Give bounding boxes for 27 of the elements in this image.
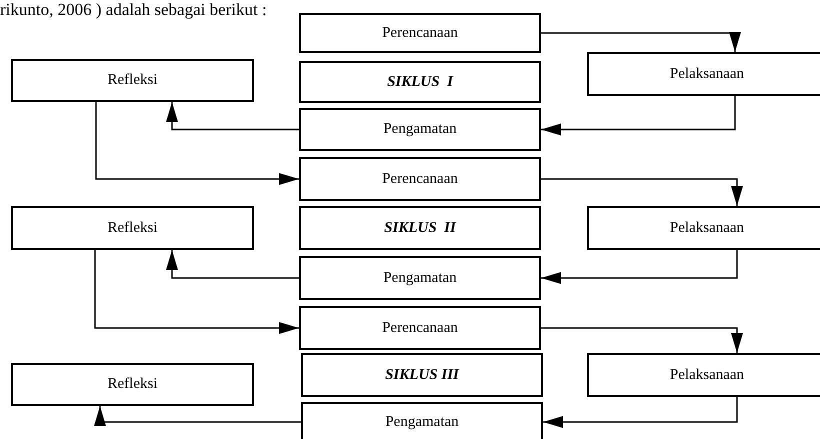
intro-text: rikunto, 2006 ) adalah sebagai berikut : bbox=[0, 0, 267, 19]
process-box: Refleksi bbox=[11, 59, 254, 102]
arrow bbox=[166, 250, 299, 279]
arrow bbox=[541, 327, 743, 353]
process-box: Pelaksanaan bbox=[587, 353, 820, 397]
process-box: Perencanaan bbox=[299, 157, 541, 201]
process-box: Pelaksanaan bbox=[587, 206, 820, 250]
cycle-title-box: SIKLUS III bbox=[301, 353, 543, 397]
arrow bbox=[541, 96, 736, 136]
process-box: Pengamatan bbox=[299, 256, 541, 300]
process-box: Pengamatan bbox=[299, 108, 541, 151]
cycle-title-box: SIKLUS II bbox=[299, 206, 541, 250]
arrow bbox=[94, 250, 299, 334]
process-box: Refleksi bbox=[11, 363, 254, 406]
arrow bbox=[95, 102, 299, 185]
process-box: Pelaksanaan bbox=[587, 52, 820, 96]
process-box: Refleksi bbox=[11, 206, 254, 250]
process-box: Pengamatan bbox=[301, 402, 543, 439]
process-box: Perencanaan bbox=[299, 306, 541, 350]
arrow bbox=[541, 178, 743, 206]
arrow bbox=[166, 102, 299, 130]
arrow bbox=[543, 397, 738, 428]
arrow bbox=[94, 406, 301, 426]
cycle-title-box: SIKLUS I bbox=[299, 61, 541, 103]
arrow bbox=[541, 250, 738, 284]
arrow bbox=[541, 32, 741, 52]
process-box: Perencanaan bbox=[299, 13, 541, 53]
